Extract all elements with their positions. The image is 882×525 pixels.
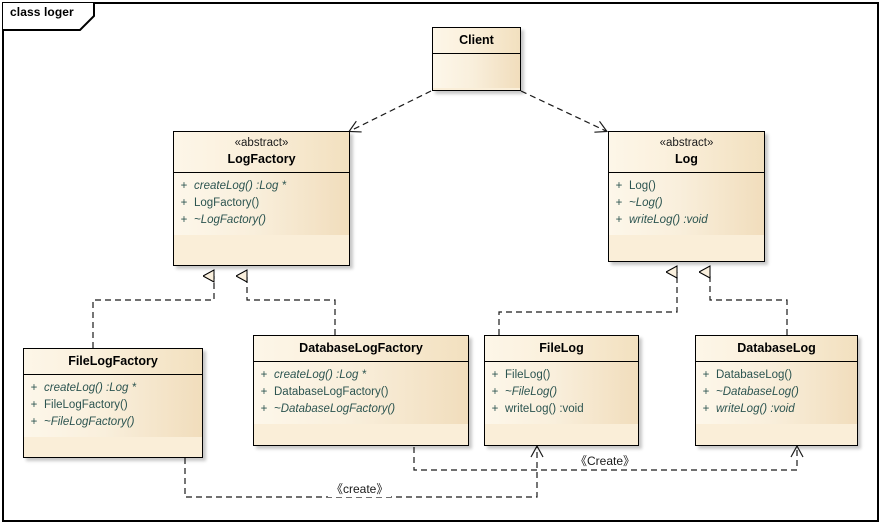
class-members-databaselogfactory: + createLog() :Log * + DatabaseLogFactor… <box>254 362 468 424</box>
generalization-databaselogfactory-logfactory <box>247 276 336 335</box>
frame-tab-shape <box>2 2 95 31</box>
member-visibility: + <box>260 386 268 398</box>
class-name-log: Log <box>675 152 698 166</box>
member-visibility: + <box>260 369 268 381</box>
dependency-filelogfactory-filelog <box>184 444 544 498</box>
class-header-logfactory: «abstract» LogFactory <box>174 132 349 173</box>
member-visibility: + <box>702 403 710 415</box>
generalization-filelog-log <box>498 272 678 335</box>
class-members-logfactory: + createLog() :Log * + LogFactory() + ~L… <box>174 173 349 235</box>
class-header-log: «abstract» Log <box>609 132 764 173</box>
class-member: + FileLog() <box>485 367 638 384</box>
member-signature: FileLogFactory() <box>44 399 128 411</box>
dependency-client-log <box>520 90 609 133</box>
member-visibility: + <box>260 403 268 415</box>
member-visibility: + <box>180 197 188 209</box>
member-signature: createLog() :Log * <box>44 382 137 394</box>
class-members-log: + Log() + ~Log() + writeLog() :void <box>609 173 764 235</box>
class-header-filelogfactory: FileLogFactory <box>24 349 202 375</box>
class-member: + FileLogFactory() <box>24 397 202 414</box>
dependency-client-logfactory <box>347 90 432 133</box>
dependency-label-create-upper: 《Create》 <box>572 452 639 469</box>
class-box-logfactory[interactable]: «abstract» LogFactory + createLog() :Log… <box>173 131 350 266</box>
member-signature: ~FileLog() <box>505 386 558 398</box>
class-header-filelog: FileLog <box>485 336 638 362</box>
member-visibility: + <box>491 369 499 381</box>
member-signature: LogFactory() <box>194 197 260 209</box>
member-signature: writeLog() :void <box>716 403 795 415</box>
member-visibility: + <box>615 180 623 192</box>
member-visibility: + <box>491 403 499 415</box>
member-visibility: + <box>30 416 38 428</box>
class-member: + DatabaseLog() <box>696 367 857 384</box>
member-signature: writeLog() :void <box>505 403 584 415</box>
member-signature: ~DatabaseLogFactory() <box>274 403 396 415</box>
member-visibility: + <box>30 399 38 411</box>
class-member: + ~DatabaseLogFactory() <box>254 401 468 418</box>
member-signature: createLog() :Log * <box>274 369 367 381</box>
frame-title-label: class loger <box>10 5 74 19</box>
class-members-filelog: + FileLog() + ~FileLog() + writeLog() :v… <box>485 362 638 424</box>
generalization-databaselog-log <box>710 272 788 335</box>
member-signature: createLog() :Log * <box>194 180 287 192</box>
class-member: + ~DatabaseLog() <box>696 384 857 401</box>
class-name-databaselog: DatabaseLog <box>737 341 816 355</box>
class-member: + LogFactory() <box>174 195 349 212</box>
member-visibility: + <box>180 180 188 192</box>
class-name-logfactory: LogFactory <box>227 152 296 166</box>
member-visibility: + <box>702 386 710 398</box>
class-name-filelog: FileLog <box>539 341 584 355</box>
member-signature: ~LogFactory() <box>194 214 266 226</box>
class-header-databaselog: DatabaseLog <box>696 336 857 362</box>
class-member: + createLog() :Log * <box>254 367 468 384</box>
member-visibility: + <box>615 197 623 209</box>
dependency-databaselogfactory-databaselog <box>413 444 804 471</box>
member-signature: writeLog() :void <box>629 214 708 226</box>
class-members-filelogfactory: + createLog() :Log * + FileLogFactory() … <box>24 375 202 437</box>
member-signature: ~Log() <box>629 197 663 209</box>
member-signature: ~FileLogFactory() <box>44 416 135 428</box>
class-member: + createLog() :Log * <box>24 380 202 397</box>
class-member: + ~Log() <box>609 195 764 212</box>
class-name-client: Client <box>459 33 494 47</box>
class-member: + createLog() :Log * <box>174 178 349 195</box>
member-signature: ~DatabaseLog() <box>716 386 799 398</box>
member-signature: FileLog() <box>505 369 551 381</box>
generalization-filelogfactory-logfactory <box>92 276 215 348</box>
class-header-databaselogfactory: DatabaseLogFactory <box>254 336 468 362</box>
class-box-filelog[interactable]: FileLog + FileLog() + ~FileLog() + write… <box>484 335 639 446</box>
class-member: + writeLog() :void <box>485 401 638 418</box>
member-signature: Log() <box>629 180 656 192</box>
class-members-databaselog: + DatabaseLog() + ~DatabaseLog() + write… <box>696 362 857 424</box>
member-visibility: + <box>30 382 38 394</box>
class-member: + ~FileLog() <box>485 384 638 401</box>
member-visibility: + <box>615 214 623 226</box>
class-name-databaselogfactory: DatabaseLogFactory <box>299 341 423 355</box>
class-stereotype-log: «abstract» <box>659 137 714 149</box>
member-signature: DatabaseLog() <box>716 369 793 381</box>
class-member: + ~LogFactory() <box>174 212 349 229</box>
member-visibility: + <box>491 386 499 398</box>
class-box-log[interactable]: «abstract» Log + Log() + ~Log() + writeL… <box>608 131 765 262</box>
class-member: + ~FileLogFactory() <box>24 414 202 431</box>
class-stereotype-logfactory: «abstract» <box>234 137 289 149</box>
class-box-client[interactable]: Client <box>432 27 521 91</box>
class-box-databaselog[interactable]: DatabaseLog + DatabaseLog() + ~DatabaseL… <box>695 335 858 446</box>
class-box-databaselogfactory[interactable]: DatabaseLogFactory + createLog() :Log * … <box>253 335 469 446</box>
class-members-client <box>433 54 520 88</box>
member-signature: DatabaseLogFactory() <box>274 386 389 398</box>
class-header-client: Client <box>433 28 520 54</box>
member-visibility: + <box>702 369 710 381</box>
class-member: + writeLog() :void <box>609 212 764 229</box>
member-visibility: + <box>180 214 188 226</box>
class-box-filelogfactory[interactable]: FileLogFactory + createLog() :Log * + Fi… <box>23 348 203 458</box>
class-member: + DatabaseLogFactory() <box>254 384 468 401</box>
dependency-label-create-lower: 《create》 <box>328 480 392 497</box>
class-member: + Log() <box>609 178 764 195</box>
class-member: + writeLog() :void <box>696 401 857 418</box>
class-name-filelogfactory: FileLogFactory <box>68 354 158 368</box>
